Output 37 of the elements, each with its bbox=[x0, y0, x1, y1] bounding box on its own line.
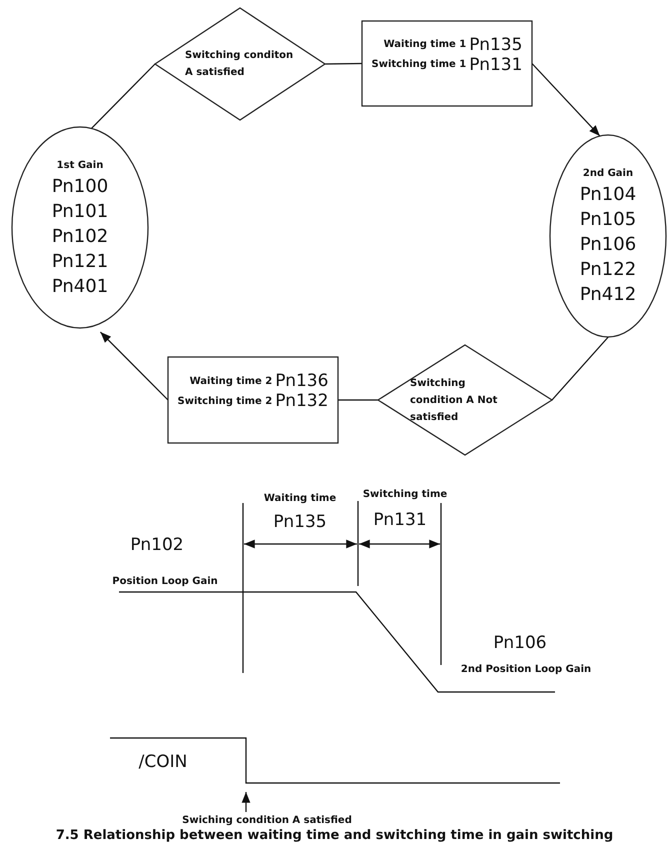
annotation-text: Switching time bbox=[362, 488, 448, 502]
parameter-number: Pn131 bbox=[469, 54, 522, 74]
arrow bbox=[532, 63, 600, 136]
gain-title: 1st Gain bbox=[56, 158, 104, 172]
parameter-label: Switching time 2 bbox=[178, 394, 272, 408]
process-box bbox=[362, 21, 532, 106]
figure-caption: 7.5 Relationship between waiting time and switching time in gain switching bbox=[54, 828, 614, 843]
parameter-label: Waiting time 2 bbox=[188, 374, 272, 388]
annotation-text: Waiting time bbox=[264, 492, 336, 506]
parameter-label: Pn135 bbox=[273, 512, 327, 532]
condition-text: Switching condition A Not satisfied bbox=[410, 376, 498, 424]
gain-ellipse bbox=[12, 127, 148, 328]
parameter-label: Pn102 bbox=[130, 535, 184, 555]
parameter-list: Pn100 Pn101 Pn102 Pn121 Pn401 bbox=[50, 174, 110, 298]
connector-line bbox=[325, 62, 362, 65]
annotation-text: 2nd Position Loop Gain bbox=[460, 663, 592, 677]
decision-diamond bbox=[378, 345, 552, 455]
condition-text: Switching conditon A satisfied bbox=[185, 49, 294, 80]
connector-line bbox=[338, 399, 378, 401]
parameter-label: Pn106 bbox=[493, 633, 547, 653]
annotation-text: Swiching condition A satisfied bbox=[182, 814, 352, 828]
connector-line bbox=[552, 336, 610, 400]
parameter-number: Pn135 bbox=[469, 34, 522, 54]
signal-name: /COIN bbox=[138, 752, 188, 772]
parameter-label: Waiting time 1 bbox=[382, 38, 466, 52]
decision-diamond bbox=[155, 8, 325, 120]
gain-ellipse bbox=[550, 135, 666, 337]
parameter-label: Switching time 1 bbox=[372, 58, 466, 72]
gain-title: 2nd Gain bbox=[582, 167, 634, 181]
parameter-number: Pn132 bbox=[275, 391, 328, 411]
annotation-text: Position Loop Gain bbox=[112, 575, 218, 589]
parameter-label: Pn131 bbox=[373, 510, 427, 530]
parameter-number: Pn136 bbox=[275, 371, 328, 391]
connector-line bbox=[90, 64, 156, 130]
arrow bbox=[100, 332, 168, 400]
process-box bbox=[168, 357, 338, 443]
parameter-list: Pn104 Pn105 Pn106 Pn122 Pn412 bbox=[578, 182, 638, 307]
